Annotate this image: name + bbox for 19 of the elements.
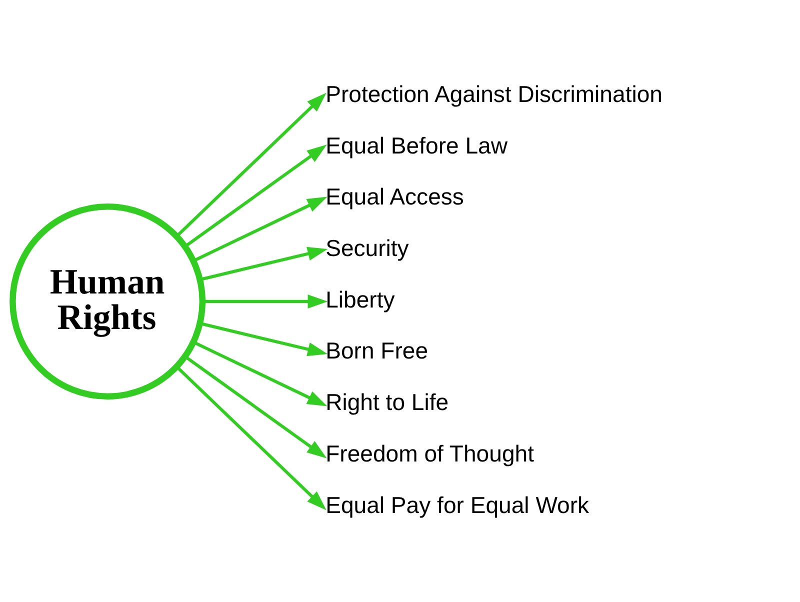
- node-text: Liberty: [326, 286, 395, 312]
- arrow: [192, 340, 328, 406]
- arrow: [184, 144, 327, 248]
- arrow: [192, 196, 328, 262]
- arrow: [202, 294, 328, 308]
- node-text: Security: [326, 234, 409, 261]
- arrow: [184, 354, 327, 458]
- node-text: Equal Access: [326, 183, 464, 210]
- node-circle: Human Rights: [10, 202, 206, 400]
- arrow: [200, 246, 328, 281]
- node-text: Right to Life: [326, 388, 449, 415]
- arrow: [176, 92, 326, 237]
- arrow: [176, 365, 326, 510]
- node-text: Protection Against Discrimination: [326, 80, 662, 106]
- node-text: Freedom of Thought: [326, 440, 534, 466]
- node-text: Equal Before Law: [326, 132, 508, 158]
- arrow: [200, 321, 328, 356]
- node-text: Born Free: [326, 337, 428, 364]
- node-text: Equal Pay for Equal Work: [326, 491, 590, 518]
